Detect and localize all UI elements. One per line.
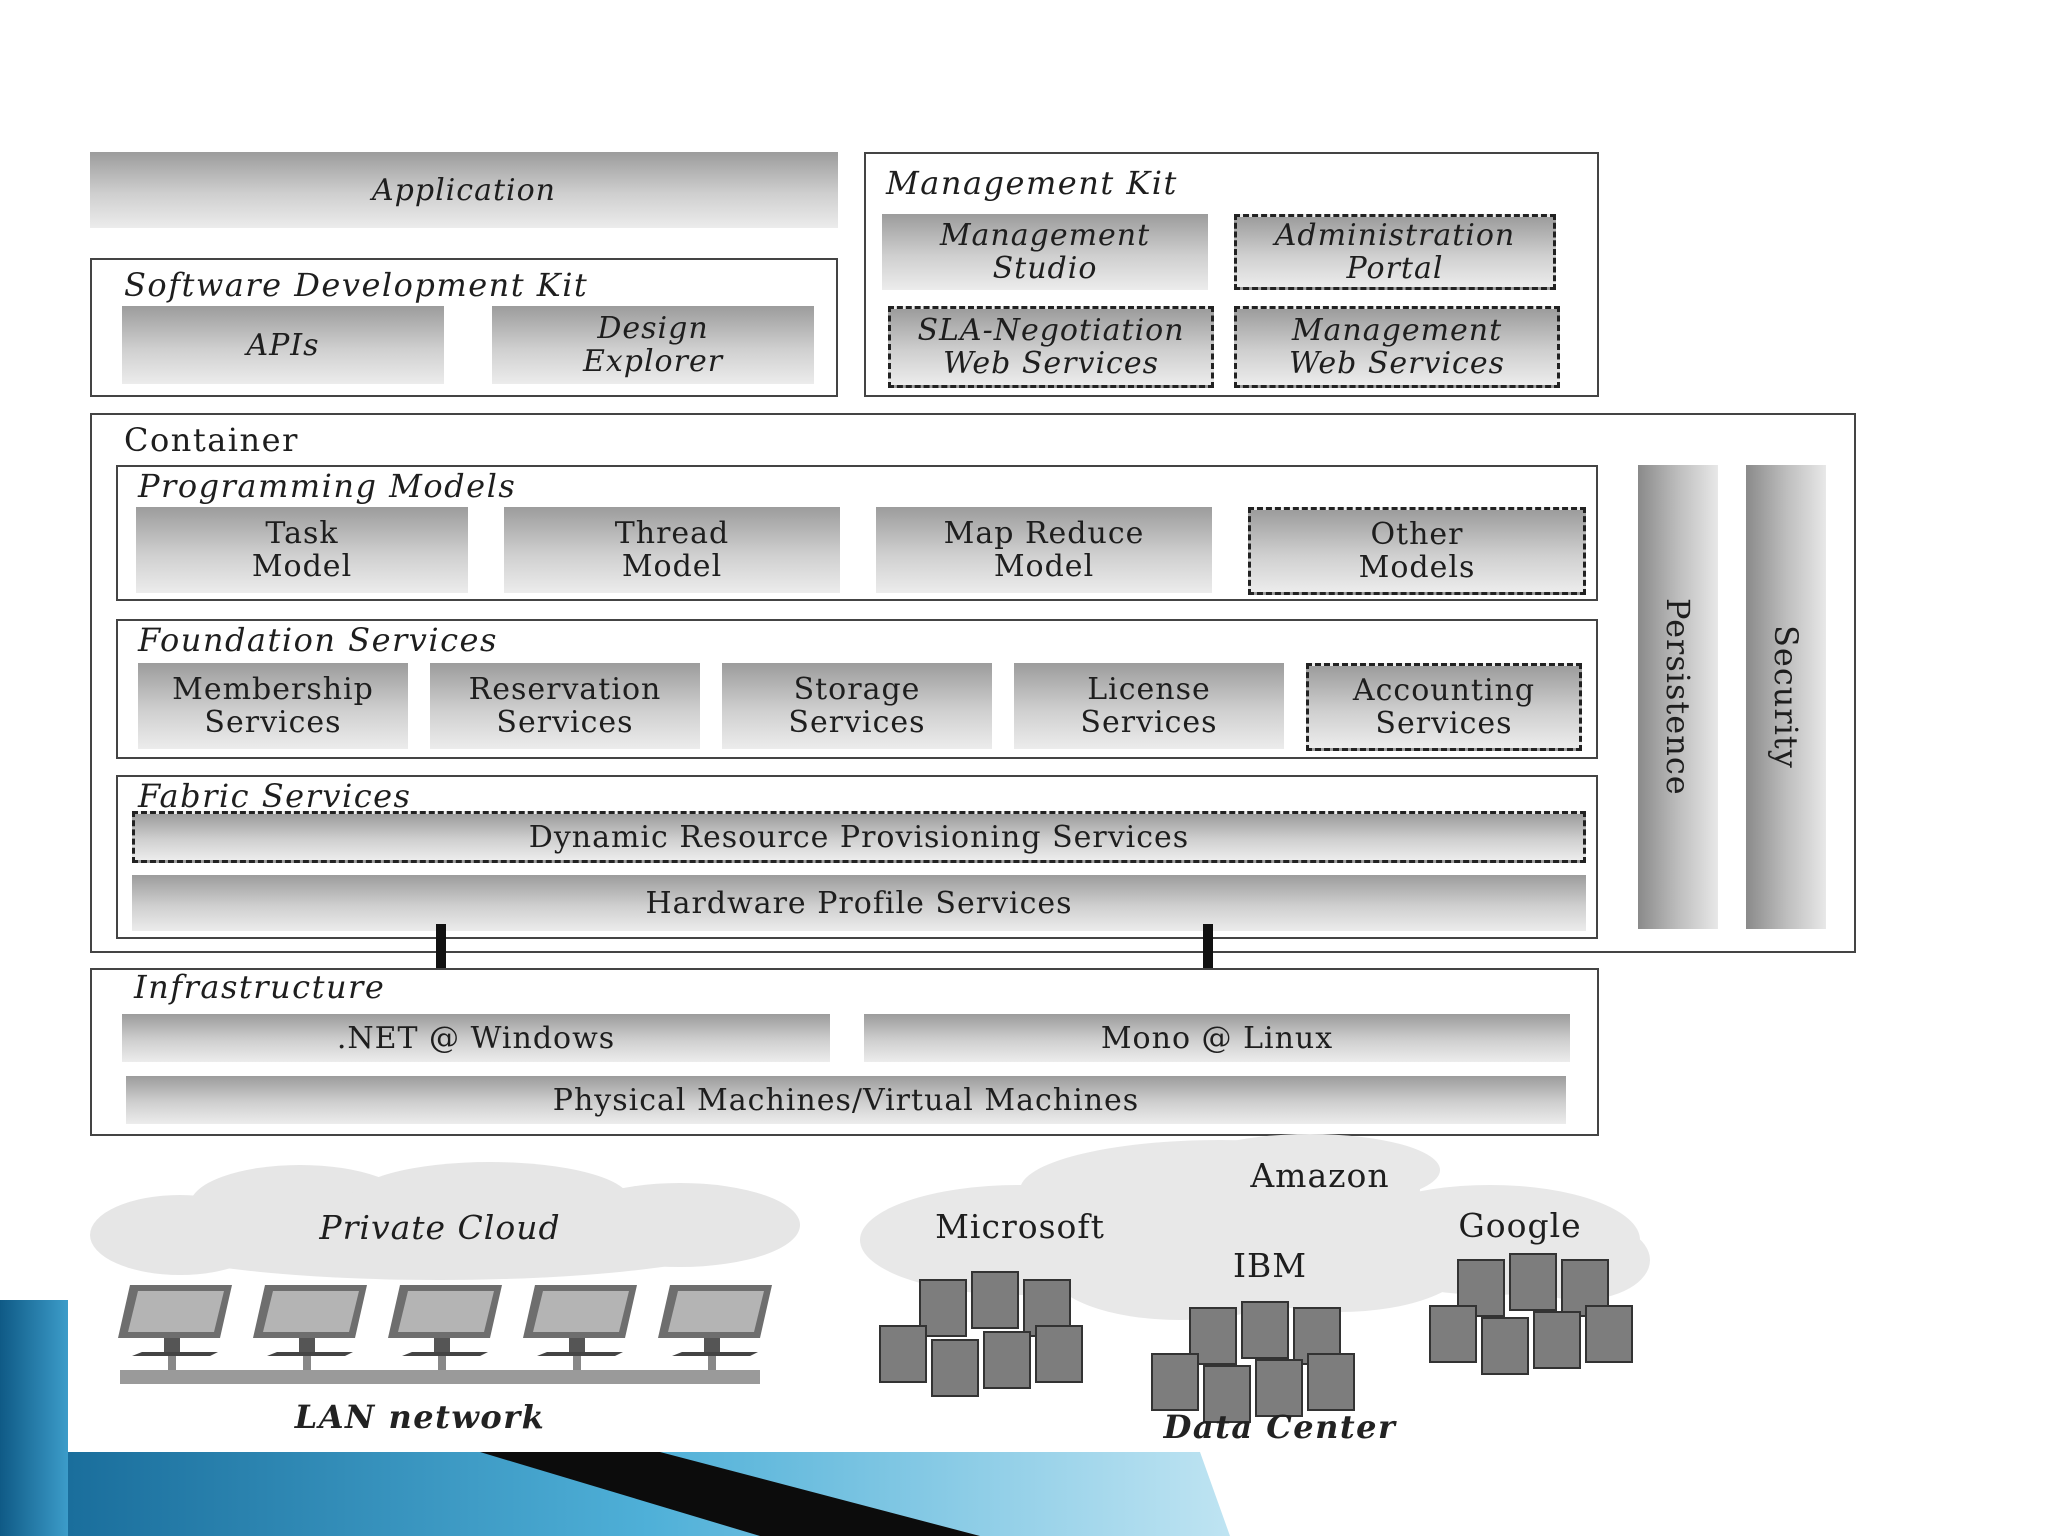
dynamic-resource-provisioning-label: Dynamic Resource Provisioning Services — [528, 819, 1190, 855]
license-services-label: License Services — [1080, 672, 1218, 740]
sdk-title: Software Development Kit — [124, 266, 589, 304]
task-model-label: Task Model — [251, 516, 353, 584]
dotnet-windows-box: .NET @ Windows — [122, 1014, 830, 1062]
private-cloud-shape — [90, 1162, 800, 1280]
sdk-frame: Software Development Kit APIs Design Exp… — [90, 258, 838, 397]
monitor-icon — [658, 1285, 772, 1356]
programming-models-frame: Programming Models Task Model Thread Mod… — [116, 465, 1598, 601]
apis-box: APIs — [122, 306, 444, 384]
amazon-label: Amazon — [1250, 1156, 1390, 1195]
storage-services-label: Storage Services — [788, 672, 926, 740]
persistence-bar: Persistence — [1638, 465, 1718, 929]
other-models-label: Other Models — [1358, 517, 1476, 585]
dynamic-resource-provisioning-box: Dynamic Resource Provisioning Services — [132, 811, 1586, 863]
map-reduce-model-label: Map Reduce Model — [943, 516, 1145, 584]
infrastructure-frame: Infrastructure .NET @ Windows Mono @ Lin… — [90, 968, 1599, 1136]
physical-virtual-machines-box: Physical Machines/Virtual Machines — [126, 1076, 1566, 1124]
sla-negotiation-label: SLA-Negotiation Web Services — [917, 313, 1185, 381]
server-cluster-icon — [1151, 1301, 1355, 1423]
dotnet-windows-label: .NET @ Windows — [336, 1020, 616, 1056]
mono-linux-label: Mono @ Linux — [1100, 1020, 1334, 1056]
membership-services-label: Membership Services — [172, 672, 374, 740]
other-models-box: Other Models — [1248, 507, 1586, 595]
fabric-services-frame: Fabric Services Dynamic Resource Provisi… — [116, 775, 1598, 939]
container-frame: Container Programming Models Task Model … — [90, 413, 1856, 953]
design-explorer-label: Design Explorer — [582, 311, 724, 379]
private-cloud-graphic — [90, 1162, 800, 1384]
reservation-services-box: Reservation Services — [430, 663, 700, 749]
apis-label: APIs — [246, 327, 320, 363]
management-studio-label: Management Studio — [939, 218, 1151, 286]
hardware-profile-services-box: Hardware Profile Services — [132, 875, 1586, 931]
data-center-caption: Data Center — [1163, 1408, 1397, 1446]
task-model-box: Task Model — [136, 507, 468, 593]
thread-model-label: Thread Model — [614, 516, 730, 584]
server-cluster-icon — [1429, 1253, 1633, 1375]
administration-portal-label: Administration Portal — [1274, 218, 1516, 286]
ibm-label: IBM — [1232, 1246, 1308, 1285]
management-web-services-label: Management Web Services — [1288, 313, 1506, 381]
infrastructure-title: Infrastructure — [134, 968, 386, 1006]
application-label: Application — [372, 172, 556, 208]
thread-model-box: Thread Model — [504, 507, 840, 593]
management-web-services-box: Management Web Services — [1234, 306, 1560, 388]
license-services-box: License Services — [1014, 663, 1284, 749]
security-label: Security — [1767, 625, 1805, 769]
server-cluster-icon — [879, 1271, 1083, 1397]
persistence-label: Persistence — [1659, 598, 1697, 796]
storage-services-box: Storage Services — [722, 663, 992, 749]
reservation-services-label: Reservation Services — [468, 672, 662, 740]
management-kit-title: Management Kit — [886, 164, 1178, 202]
management-kit-frame: Management Kit Management Studio Adminis… — [864, 152, 1599, 397]
foundation-services-title: Foundation Services — [138, 621, 498, 659]
foundation-services-frame: Foundation Services Membership Services … — [116, 619, 1598, 759]
physical-virtual-machines-label: Physical Machines/Virtual Machines — [552, 1082, 1140, 1118]
monitor-icon — [388, 1285, 502, 1356]
lan-network-caption: LAN network — [294, 1398, 546, 1436]
public-clouds-graphic — [860, 1134, 1650, 1423]
accounting-services-box: Accounting Services — [1306, 663, 1582, 751]
administration-portal-box: Administration Portal — [1234, 214, 1556, 290]
mono-linux-box: Mono @ Linux — [864, 1014, 1570, 1062]
monitor-icon — [253, 1285, 367, 1356]
monitor-icon — [523, 1285, 637, 1356]
management-studio-box: Management Studio — [882, 214, 1208, 290]
monitor-icon — [118, 1285, 232, 1356]
google-label: Google — [1458, 1206, 1582, 1245]
lan-connectors — [168, 1356, 716, 1372]
membership-services-box: Membership Services — [138, 663, 408, 749]
microsoft-label: Microsoft — [935, 1207, 1105, 1246]
cloud-shapes — [860, 1134, 1650, 1320]
fabric-services-title: Fabric Services — [138, 777, 412, 815]
hardware-profile-services-label: Hardware Profile Services — [645, 885, 1073, 921]
container-title: Container — [124, 421, 299, 459]
private-cloud-label: Private Cloud — [319, 1208, 561, 1247]
programming-models-title: Programming Models — [138, 467, 517, 505]
map-reduce-model-box: Map Reduce Model — [876, 507, 1212, 593]
lan-cable — [120, 1370, 760, 1384]
sla-negotiation-box: SLA-Negotiation Web Services — [888, 306, 1214, 388]
design-explorer-box: Design Explorer — [492, 306, 814, 384]
security-bar: Security — [1746, 465, 1826, 929]
application-bar: Application — [90, 152, 838, 228]
accounting-services-label: Accounting Services — [1352, 673, 1536, 741]
